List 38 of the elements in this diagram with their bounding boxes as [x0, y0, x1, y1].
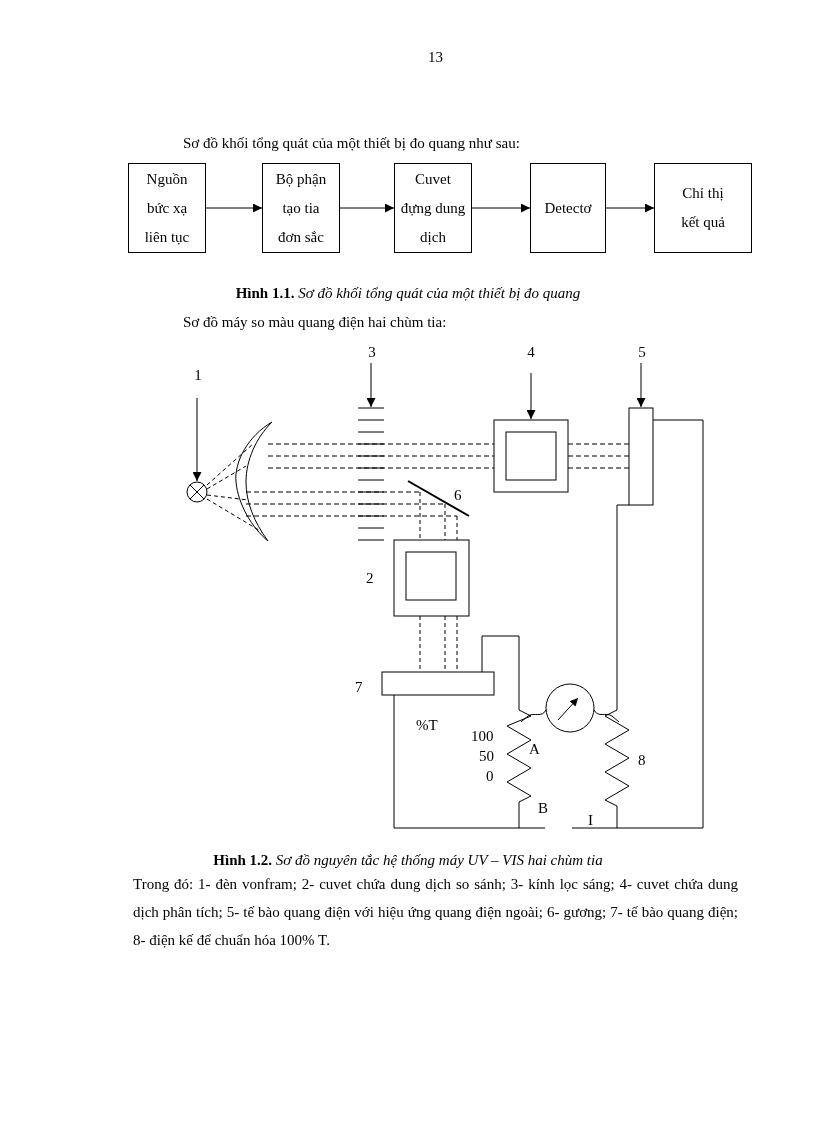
process-box: Chỉ thị kết quả — [654, 163, 752, 253]
leader-arrow — [526, 372, 536, 420]
callout-number: 4 — [523, 343, 539, 361]
process-box: Nguồn bức xạ liên tục — [128, 163, 206, 253]
leader-arrow — [636, 362, 646, 408]
legend-paragraph: Trong đó: 1- đèn vonfram; 2- cuvet chứa dung dịch so sánh; 3- kính lọc sáng; 4- cuvet chứa dung dịch phân tích; 5- tế bào quang điện với hiệu ứng quang điện ngoài; 6- gương; 7- tế bào quang điện; 8- điện kế để chuẩn hóa 100% T. — [133, 875, 738, 950]
figure-caption: Hình 1.2. Sơ đồ nguyên tắc hệ thống máy UV – VIS hai chùm tia — [213, 851, 603, 869]
callout-number: 1 — [190, 366, 206, 384]
leader-arrow — [366, 362, 376, 408]
callout-number: 8 — [638, 751, 646, 769]
scale-value: 100 — [471, 727, 494, 745]
page-number: 13 — [428, 48, 443, 66]
process-box: Bộ phận tạo tia đơn sắc — [262, 163, 340, 253]
point-label: I — [588, 811, 593, 829]
arrow — [605, 203, 655, 213]
callout-number: 2 — [366, 569, 374, 587]
callout-number: 7 — [355, 678, 363, 696]
callout-number: 3 — [364, 343, 380, 361]
scale-value: 50 — [479, 747, 494, 765]
figure-caption: Hình 1.1. Sơ đồ khối tổng quát của một thiết bị đo quang — [235, 284, 581, 302]
scale-label: %T — [416, 716, 438, 734]
leader-arrow — [192, 397, 202, 482]
arrow — [205, 203, 263, 213]
scale-value: 0 — [486, 767, 494, 785]
process-box: Detectơ — [530, 163, 606, 253]
arrow — [339, 203, 395, 213]
intro-text: Sơ đồ máy so màu quang điện hai chùm tia: — [183, 313, 447, 331]
arrow — [471, 203, 531, 213]
callout-number: 5 — [634, 343, 650, 361]
lamp-symbol — [186, 481, 208, 503]
intro-text: Sơ đồ khối tổng quát của một thiết bị đo quang như sau: — [183, 134, 520, 152]
callout-number: 6 — [454, 486, 462, 504]
process-box: Cuvet đựng dung dịch — [394, 163, 472, 253]
point-label: A — [529, 740, 540, 758]
cuvette-symbol — [493, 419, 569, 493]
filter-symbol — [357, 407, 385, 541]
photocell-symbol — [628, 407, 654, 506]
point-label: B — [538, 799, 548, 817]
